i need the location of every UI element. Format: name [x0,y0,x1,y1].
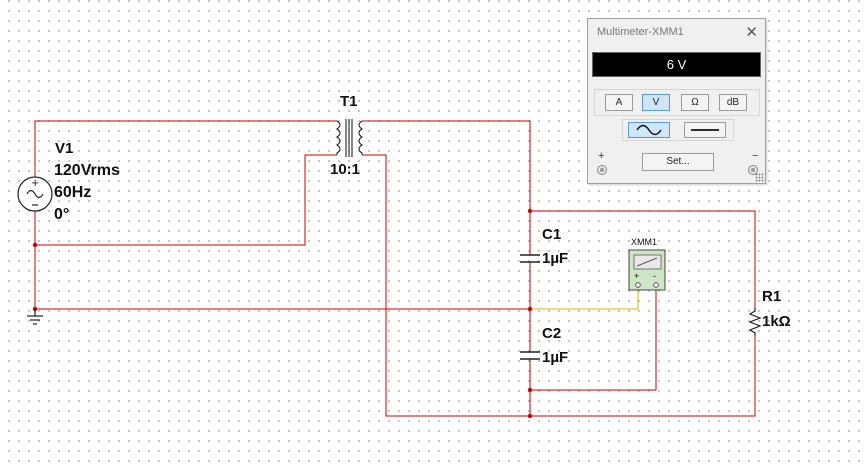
source-frequency: 60Hz [54,184,91,201]
plus-terminal-label: + [598,150,605,162]
mode-button-group: A V Ω dB [594,89,760,116]
resistor-r1-icon[interactable] [748,308,762,336]
svg-text:+: + [31,178,39,189]
multimeter-window[interactable]: Multimeter-XMM1 ✕ 6 V A V Ω dB + Set... … [587,18,766,184]
junctions [32,208,533,419]
multimeter-symbol-icon[interactable] [628,249,666,291]
voltmeter-mode-button[interactable]: V [642,94,670,111]
ac-signal-button[interactable] [628,122,670,138]
multimeter-window-title: Multimeter-XMM1 [597,26,684,38]
ac-source-icon[interactable]: + [17,176,53,212]
ohmmeter-mode-button[interactable]: Ω [681,94,709,111]
wire-secondary-bottom[interactable] [362,154,530,417]
set-button[interactable]: Set... [642,153,714,171]
source-voltage: 120Vrms [54,162,120,179]
meter-plus-label: + [634,271,639,281]
r1-ref: R1 [762,288,781,305]
source-phase: 0° [54,206,69,223]
source-ref: V1 [55,140,73,157]
wire-ground[interactable] [34,245,530,310]
wire-primary-bottom-return[interactable] [34,154,337,246]
plus-terminal[interactable] [597,165,607,175]
c1-ref: C1 [542,226,561,243]
minus-terminal-label: − [752,150,759,162]
minus-terminal[interactable] [748,165,758,175]
wire-meter-plus[interactable] [530,285,639,310]
c2-ref: C2 [542,325,561,342]
dc-line-icon [691,129,719,131]
decibel-mode-button[interactable]: dB [719,94,747,111]
ammeter-mode-button[interactable]: A [605,94,633,111]
c1-value: 1µF [542,250,568,267]
signal-type-group [622,119,734,141]
capacitor-c2-icon[interactable] [520,351,540,360]
wire-meter-minus[interactable] [530,285,657,391]
close-icon[interactable]: ✕ [745,24,758,41]
dc-signal-button[interactable] [684,122,726,138]
multimeter-reading-display: 6 V [592,52,761,77]
c2-value: 1µF [542,349,568,366]
transformer-ratio: 10:1 [330,161,360,178]
wire-bottom-to-r1[interactable] [530,336,756,417]
meter-minus-label: - [653,271,656,281]
sine-wave-icon [636,124,662,136]
capacitor-c1-icon[interactable] [520,254,540,263]
meter-ref: XMM1 [631,237,657,247]
ground-icon[interactable] [27,309,43,325]
wire-top-to-r1[interactable] [530,210,756,308]
wire-source-to-primary-top[interactable] [34,120,337,177]
transformer-ref: T1 [340,93,358,110]
resize-grip-icon[interactable] [755,173,764,182]
wire-secondary-top[interactable] [362,120,531,211]
transformer-icon[interactable] [336,119,363,157]
r1-value: 1kΩ [762,313,791,330]
